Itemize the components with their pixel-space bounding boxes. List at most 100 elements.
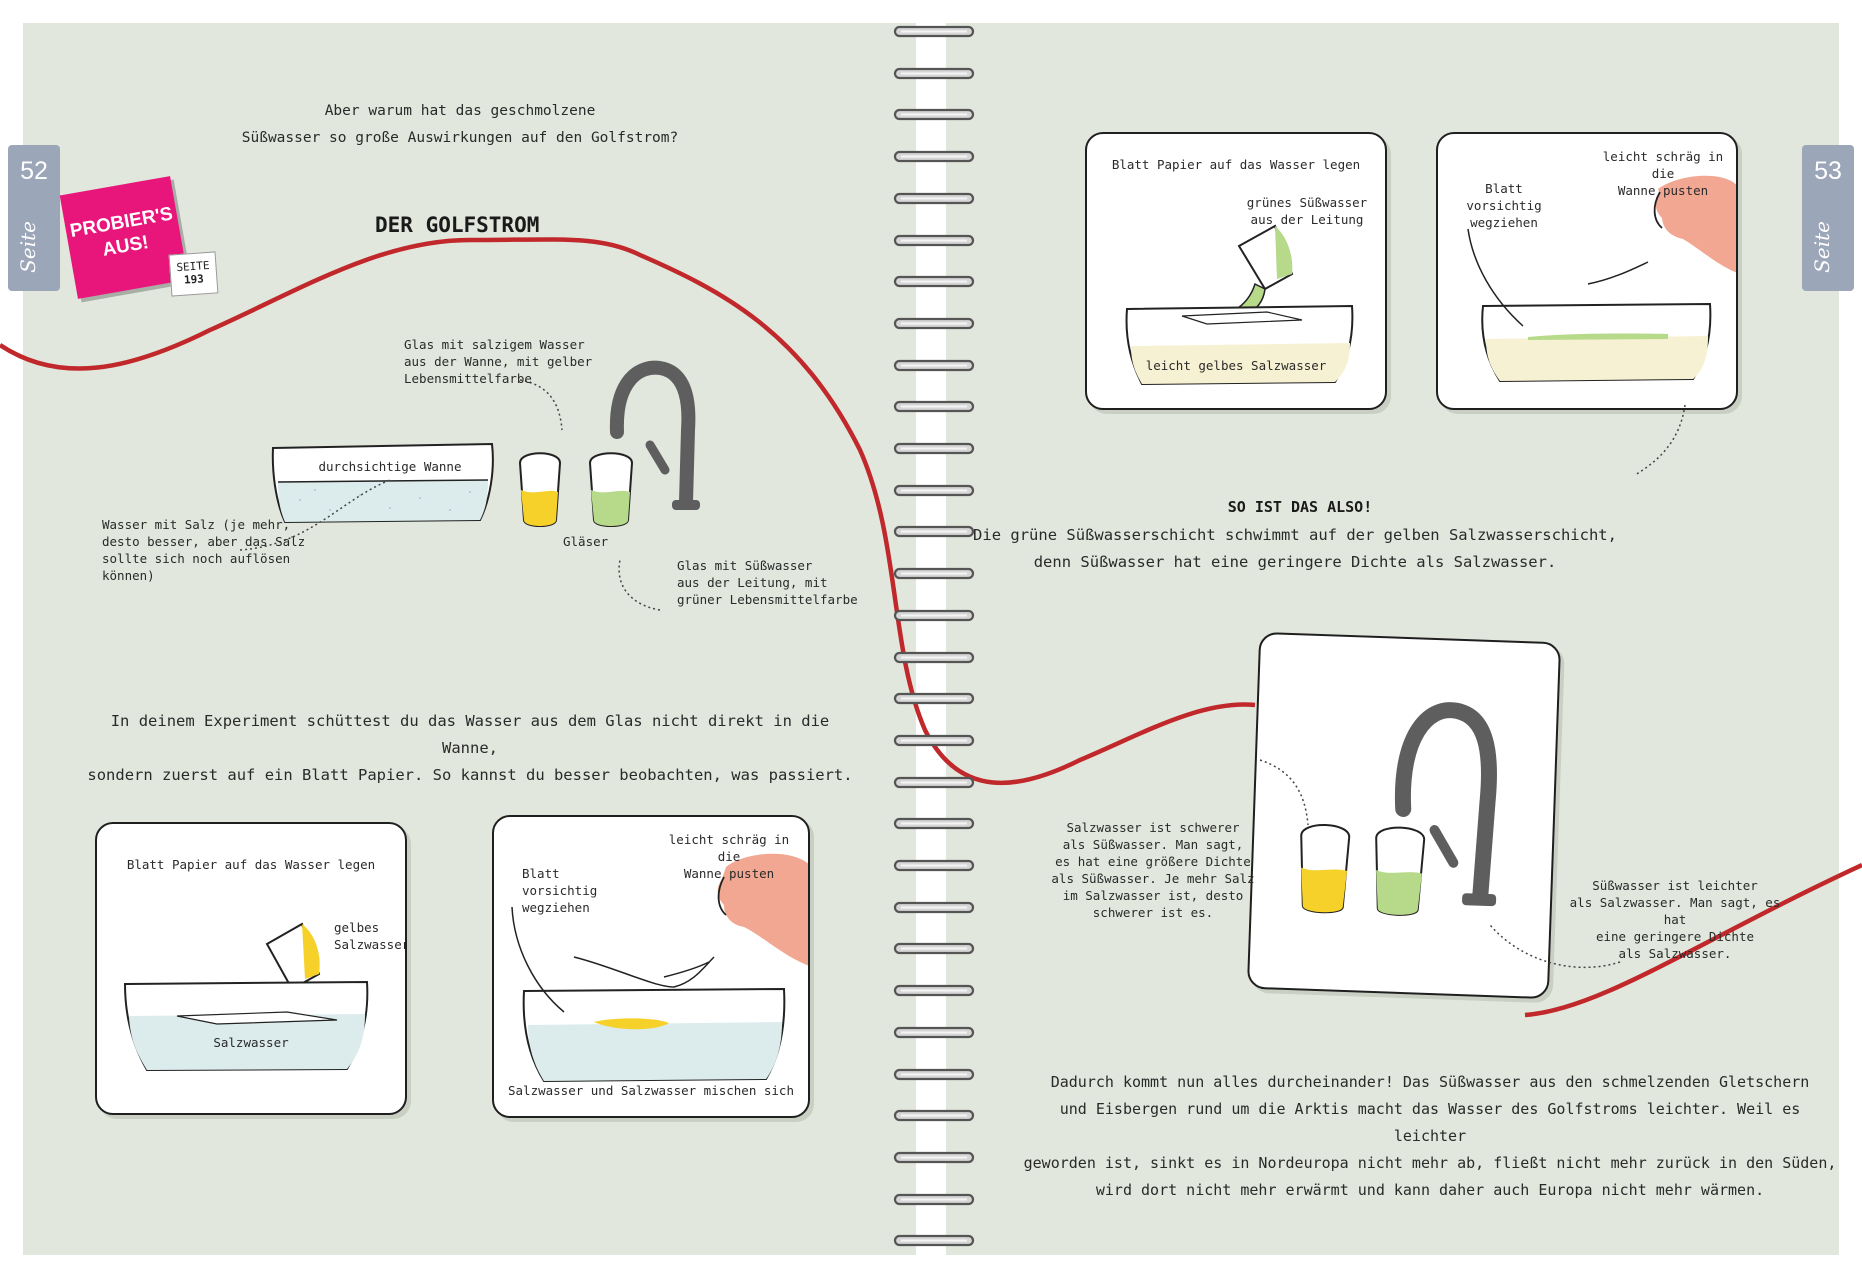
dotted-arrow	[1634, 404, 1686, 476]
panel-blow-right: leicht schräg in die Wanne pusten Blatt …	[1436, 132, 1738, 410]
label-line: grüner Lebensmittelfarbe	[677, 592, 858, 607]
binding-ring	[893, 859, 975, 872]
intro-question: Aber warum hat das geschmolzene Süßwasse…	[225, 98, 695, 152]
binding-ring	[893, 109, 975, 121]
panel-density	[1246, 631, 1562, 1000]
label-line: Glas mit Süßwasser	[677, 558, 813, 573]
binding-ring	[893, 651, 975, 663]
binding-ring	[893, 1026, 975, 1038]
label-line: desto besser, aber das Salz	[102, 534, 306, 549]
label-line: Salzwasser	[334, 937, 407, 952]
label-line: wegziehen	[1470, 215, 1538, 230]
binding-ring	[893, 442, 975, 455]
label-line: Blatt	[1485, 181, 1523, 196]
experiment-paragraph: In deinem Experiment schüttest du das Wa…	[80, 708, 860, 789]
note-line: im Salzwasser ist, desto	[1062, 888, 1244, 903]
binding-ring	[893, 25, 975, 38]
label-line: Lebensmittelfarbe	[404, 371, 532, 386]
label-tub: durchsichtige Wanne	[318, 459, 462, 474]
binding-ring	[893, 1151, 975, 1163]
conclusion-line: Dadurch kommt nun alles durcheinander! D…	[1050, 1073, 1810, 1091]
label-line: Wanne pusten	[1617, 183, 1709, 198]
bottom-label: Salzwasser und Salzwasser mischen sich	[508, 1083, 794, 1098]
intro-line: Süßwasser so große Auswirkungen auf den …	[241, 130, 679, 146]
binding-ring	[893, 901, 975, 913]
binding-ring	[893, 526, 975, 538]
note-line: Süßwasser ist leichter	[1592, 878, 1758, 893]
label-line: Blatt	[522, 866, 560, 881]
page-reference-chip[interactable]: SEITE 193	[168, 251, 219, 297]
binding-ring	[893, 943, 975, 955]
result-line: Die grüne Süßwasserschicht schwimmt auf …	[973, 526, 1617, 544]
binding-ring	[893, 609, 975, 621]
label-glasses: Gläser	[563, 534, 609, 549]
binding-ring	[893, 984, 975, 997]
label-line: aus der Leitung, mit	[677, 575, 828, 590]
pull-label: Blatt vorsichtig wegziehen	[1464, 180, 1544, 231]
page-tab-left[interactable]: 52 Seite	[8, 145, 60, 291]
label-line: aus der Wanne, mit gelber	[404, 354, 593, 369]
density-note-salt: Salzwasser ist schwerer als Süßwasser. M…	[1048, 819, 1258, 921]
tub-label: Salzwasser	[213, 1035, 289, 1050]
note-line: als Süßwasser. Je mehr Salz	[1051, 871, 1255, 886]
label-line: wegziehen	[522, 900, 590, 915]
note-line: als Süßwasser. Man sagt,	[1062, 837, 1244, 852]
binding-ring	[893, 734, 975, 746]
binding-ring	[893, 693, 975, 705]
page-number: 53	[1814, 157, 1842, 185]
binding-ring	[893, 67, 975, 79]
setup-illustration	[239, 360, 700, 611]
pour-label: gelbes Salzwasser	[334, 919, 407, 953]
binding-ring	[893, 234, 975, 246]
page-tab-right[interactable]: 53 Seite	[1802, 145, 1854, 291]
panel-blow-left: leicht schräg in die Wanne pusten Blatt …	[492, 815, 810, 1118]
conclusion-line: und Eisbergen rund um die Arktis macht d…	[1059, 1100, 1801, 1145]
binding-ring	[893, 1110, 975, 1122]
binding-ring	[893, 776, 975, 788]
result-line: denn Süßwasser hat eine geringere Dichte…	[1033, 553, 1557, 571]
label-line: Wanne pusten	[683, 866, 775, 881]
panel-paper-on-water-left: Blatt Papier auf das Wasser legen gelbes…	[95, 822, 407, 1115]
paragraph-line: sondern zuerst auf ein Blatt Papier. So …	[87, 766, 853, 784]
label-line: gelbes	[334, 920, 380, 935]
binding-ring	[893, 150, 975, 163]
paragraph-line: In deinem Experiment schüttest du das Wa…	[110, 712, 830, 757]
binding-ring	[893, 818, 975, 830]
label-salt-water: Wasser mit Salz (je mehr, desto besser, …	[102, 516, 332, 584]
binding-ring	[893, 192, 975, 204]
note-line: als Salzwasser.	[1618, 946, 1732, 961]
pour-label: grünes Süßwasser aus der Leitung	[1227, 194, 1385, 228]
pour-illustration	[123, 922, 369, 1072]
binding-ring	[893, 484, 975, 496]
label-glass-fresh: Glas mit Süßwasser aus der Leitung, mit …	[677, 557, 877, 608]
blow-illustration	[1467, 175, 1736, 383]
try-it-sticker[interactable]: PROBIER'S AUS!	[59, 176, 189, 299]
label-line: leicht schräg in die	[1602, 149, 1724, 181]
label-line: aus der Leitung	[1250, 212, 1364, 227]
note-line: schwerer ist es.	[1092, 905, 1214, 920]
binding-ring	[893, 1193, 975, 1205]
intro-line: Aber warum hat das geschmolzene	[324, 103, 596, 119]
note-line: als Salzwasser. Man sagt, es hat	[1569, 895, 1781, 927]
page-number: 52	[20, 157, 48, 185]
label-line: vorsichtig	[522, 883, 598, 898]
binding-ring	[893, 1235, 975, 1247]
blow-illustration	[511, 853, 808, 1083]
binding-ring	[893, 276, 975, 288]
conclusion-line: wird dort nicht mehr erwärmt und kann da…	[1095, 1181, 1765, 1199]
blow-label: leicht schräg in die Wanne pusten	[654, 831, 804, 882]
density-note-fresh: Süßwasser ist leichter als Salzwasser. M…	[1565, 877, 1785, 962]
note-line: Salzwasser ist schwerer	[1066, 820, 1240, 835]
label-line: sollte sich noch auflösen können)	[102, 551, 291, 583]
density-arrows	[1259, 759, 1621, 969]
section-heading: DER GOLFSTROM	[375, 213, 540, 237]
label-line: Glas mit salzigem Wasser	[404, 337, 585, 352]
conclusion-paragraph: Dadurch kommt nun alles durcheinander! D…	[1020, 1069, 1840, 1204]
binding-ring	[893, 359, 975, 371]
label-line: Wasser mit Salz (je mehr,	[102, 517, 291, 532]
density-illustration	[1300, 702, 1497, 916]
result-text: Die grüne Süßwasserschicht schwimmt auf …	[973, 522, 1617, 576]
label-line: grünes Süßwasser	[1246, 195, 1368, 210]
binding-ring	[893, 567, 975, 580]
